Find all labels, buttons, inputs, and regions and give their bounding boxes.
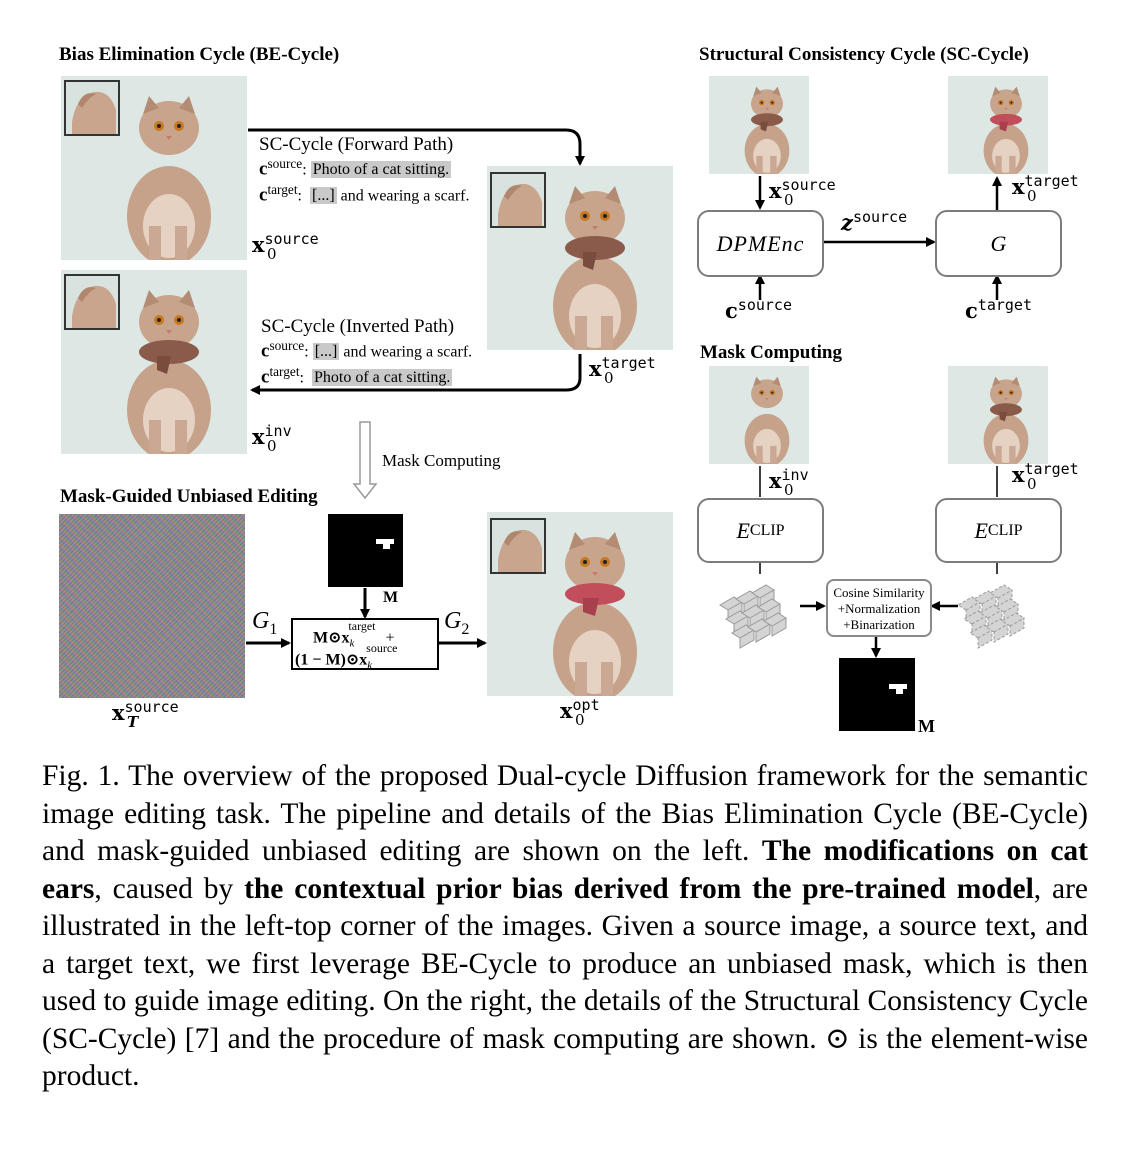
clip-features-left (719, 584, 787, 649)
inverted-c-target: ctarget: Photo of a cat sitting. (261, 364, 453, 388)
cat-picture (709, 76, 809, 174)
feature-cube (1001, 612, 1025, 637)
mask-output-image (839, 658, 915, 731)
be-cycle-title: Bias Elimination Cycle (BE-Cycle) (59, 44, 340, 65)
generator-box: G (935, 210, 1062, 277)
g1-label: G1 (252, 608, 278, 638)
optimized-cat-image (487, 512, 673, 696)
feature-cube (731, 624, 755, 649)
source-cat-image (61, 76, 247, 260)
sc-cycle-title: Structural Consistency Cycle (SC-Cycle) (699, 44, 1029, 65)
inverted-cat-image (61, 270, 247, 454)
ear-thumbnail (64, 80, 120, 136)
mc-inv-cat-image (709, 366, 809, 464)
mask-computing-arrow (352, 421, 378, 500)
forward-path-arrow (248, 128, 585, 166)
ear-thumbnail (490, 518, 546, 574)
ear-picture (492, 520, 544, 572)
formula-line-1: M⊙xktarget + (313, 619, 395, 650)
cos-line-3: +Binarization (843, 617, 915, 632)
forward-c-source: csource: Photo of a cat sitting. (259, 156, 452, 180)
forward-path-label: SC-Cycle (Forward Path) (259, 134, 454, 155)
inverted-c-source: csource: [...] and wearing a scarf. (261, 338, 473, 362)
ear-picture (492, 174, 544, 226)
g2-label: G2 (444, 608, 470, 638)
cat-picture (948, 76, 1048, 174)
feature-cube (763, 612, 787, 637)
mask-output-label: M (918, 716, 935, 736)
ear-thumbnail (64, 274, 120, 330)
cosine-similarity-box: Cosine Similarity +Normalization +Binari… (826, 579, 932, 637)
figure-caption: Fig. 1. The overview of the proposed Dua… (42, 760, 1089, 1092)
ear-picture (66, 276, 118, 328)
mc-target-cat-image (948, 366, 1048, 464)
cos-line-1: Cosine Similarity (833, 585, 925, 600)
sc-c-source-label: csource (725, 296, 792, 323)
ear-thumbnail (490, 172, 546, 228)
cos-line-2: +Normalization (837, 601, 921, 616)
inverted-path-arrow (250, 354, 582, 395)
cat-picture (948, 366, 1048, 464)
blend-formula-box: M⊙xktarget + (1 − M)⊙xksource (291, 618, 439, 672)
clip-features-right (957, 584, 1025, 649)
arrows-layer (246, 128, 1025, 658)
formula-line-2: (1 − M)⊙xksource (295, 641, 398, 672)
cat-picture (709, 366, 809, 464)
mask-label: M (383, 589, 399, 606)
target-cat-image (487, 166, 673, 350)
sc-target-cat-image (948, 76, 1048, 174)
sc-source-cat-image (709, 76, 809, 174)
noise-image (59, 514, 245, 698)
mask-computing-arrow-label: Mask Computing (382, 451, 501, 470)
mask-image (328, 514, 403, 587)
ear-picture (66, 82, 118, 134)
mask-guided-title: Mask-Guided Unbiased Editing (60, 486, 318, 507)
dpmenc-box: DPMEnc (697, 210, 824, 277)
sc-c-target-label: ctarget (965, 296, 1032, 323)
source-text: Photo of a cat sitting. (310, 161, 452, 179)
z-source-label: zsource (841, 208, 908, 235)
mask-computing-title: Mask Computing (700, 342, 842, 363)
forward-c-target: ctarget: [...] and wearing a scarf. (259, 182, 470, 206)
inverted-path-label: SC-Cycle (Inverted Path) (261, 316, 455, 337)
